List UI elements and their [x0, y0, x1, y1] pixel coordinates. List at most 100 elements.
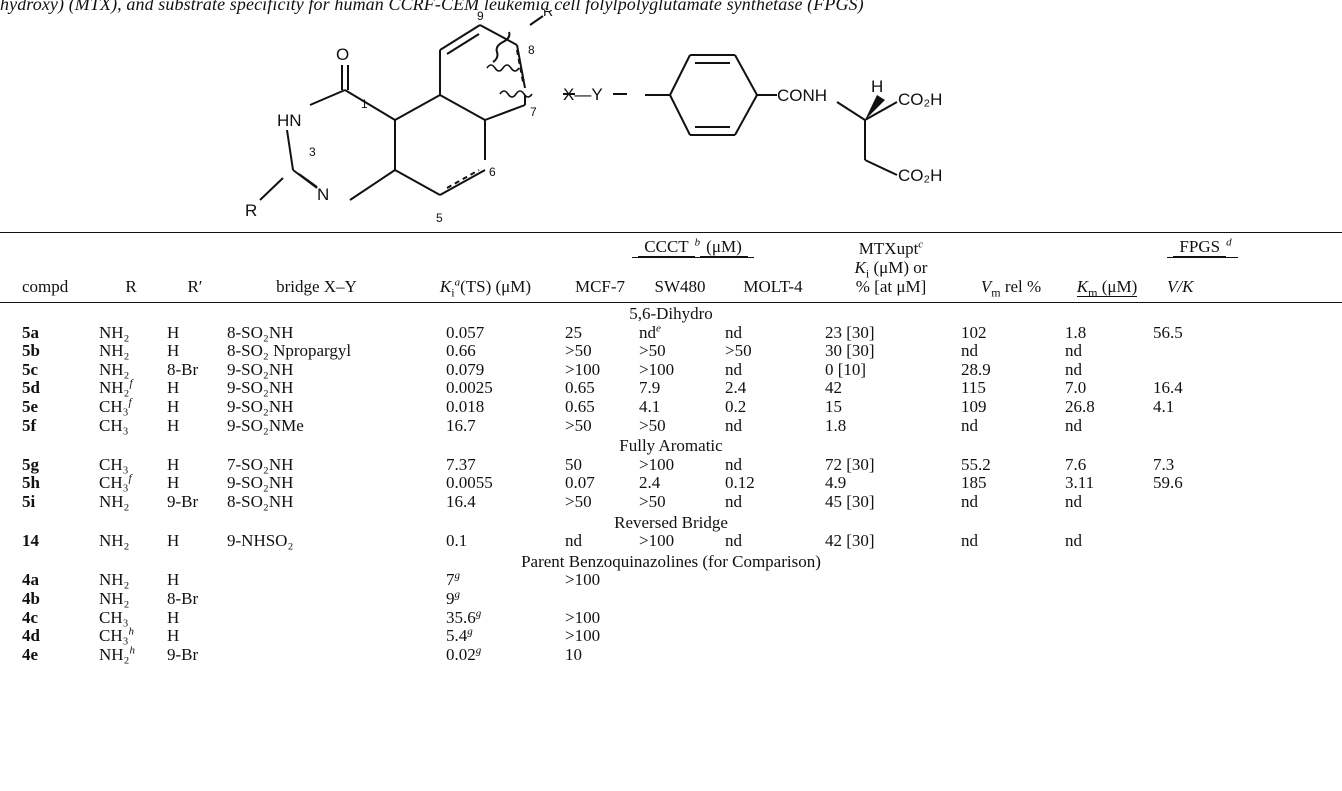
- cell-vm: 102: [959, 322, 1063, 343]
- cell-sw480: >100: [637, 359, 723, 380]
- cell-compd-value: 5c: [22, 359, 39, 379]
- cell-compd-value: 4e: [22, 644, 39, 664]
- cell-r: NH₂: [97, 360, 165, 380]
- cell-mtx: [823, 590, 959, 609]
- cell-molt4: nd: [723, 531, 823, 551]
- cell-sw480: [637, 609, 723, 628]
- cell-mcf7-value: 0.65: [565, 396, 595, 416]
- cell-r-footnote: h: [129, 644, 135, 657]
- cell-km: nd: [1063, 416, 1151, 436]
- cell-ki-footnote: g: [475, 644, 482, 657]
- cell-ki-value: 0.66: [446, 341, 476, 361]
- cell-vk: 56.5: [1151, 323, 1342, 343]
- cell-km: [1063, 590, 1151, 609]
- cell-ki-value: 0.0025: [446, 378, 493, 398]
- cell-bridge: [225, 627, 408, 646]
- cell-mcf7: [563, 590, 637, 609]
- cell-rprime-value: 8-Br: [167, 359, 199, 379]
- cell-compd: 4b: [0, 589, 97, 609]
- cell-vk: [1151, 417, 1342, 436]
- cell-ki: 35.6g: [408, 607, 563, 628]
- cell-ki-value: 0.1: [446, 531, 468, 551]
- cell-compd-value: 5g: [22, 454, 39, 474]
- cell-vk: [1151, 342, 1342, 361]
- atom-h: H: [871, 77, 883, 96]
- cell-rprime: H: [165, 454, 225, 475]
- cell-ki: 7g: [408, 570, 563, 590]
- cell-sw480-value: >100: [639, 359, 675, 379]
- cell-ki-value: 0.079: [446, 359, 485, 379]
- cell-mcf7: 10: [563, 645, 637, 665]
- cell-mtx: 72 [30]: [823, 455, 959, 475]
- cell-r-value: CH₃: [99, 415, 129, 435]
- cell-molt4: >50: [723, 341, 823, 361]
- cell-mcf7: nd: [563, 531, 637, 551]
- cell-bridge-value: 9-SO₂NMe: [227, 415, 304, 435]
- cell-km: [1063, 571, 1151, 590]
- cell-compd: 5e: [0, 397, 97, 417]
- cell-rprime: H: [165, 531, 225, 551]
- chemical-structure: O HN N R R' 1 3 5 6 7 8 9 X—Y CONH H CO₂…: [245, 10, 942, 225]
- group-co2h-top: CO₂H: [898, 90, 942, 109]
- cell-rprime-value: H: [167, 473, 180, 493]
- cell-vk: [1151, 646, 1342, 665]
- cell-compd-value: 5h: [22, 473, 40, 493]
- cell-r: CH₃f: [97, 397, 165, 417]
- cell-bridge-value: 9-SO₂NH: [227, 473, 294, 493]
- cell-molt4: 2.4: [723, 379, 823, 398]
- cell-rprime: H: [165, 626, 225, 646]
- cell-compd: 5b: [0, 341, 97, 361]
- cell-r: NH₂: [97, 341, 165, 361]
- cell-compd: 5c: [0, 359, 97, 380]
- cell-vm: 109: [959, 396, 1063, 417]
- cell-rprime: H: [165, 571, 225, 590]
- cell-sw480: 4.1: [637, 397, 723, 417]
- cell-compd: 4e: [0, 644, 97, 665]
- cell-sw480-value: >50: [639, 491, 666, 511]
- cell-rprime-value: H: [167, 570, 180, 590]
- header-mcf7: MCF-7: [574, 277, 626, 296]
- cell-vk: 16.4: [1151, 379, 1342, 398]
- cell-molt4: nd: [723, 416, 823, 436]
- cell-compd: 4a: [0, 571, 97, 590]
- cell-km: nd: [1063, 531, 1151, 551]
- cell-rprime: 9-Br: [165, 492, 225, 512]
- cell-vk: [1151, 532, 1342, 551]
- cell-molt4-value: nd: [725, 322, 742, 342]
- cell-mcf7-value: 0.65: [565, 378, 595, 398]
- cell-mcf7-value: >50: [565, 341, 592, 361]
- cell-vm-value: nd: [961, 491, 978, 511]
- cell-rprime: H: [165, 341, 225, 361]
- cell-bridge: 7-SO₂NH: [225, 455, 408, 475]
- cell-molt4-value: nd: [725, 531, 742, 551]
- cell-vm-value: 102: [961, 322, 987, 342]
- cell-rprime-value: H: [167, 341, 180, 361]
- section-row: Reversed Bridge: [0, 512, 1342, 533]
- cell-vm-value: 109: [961, 396, 987, 416]
- cell-km-value: nd: [1065, 491, 1082, 511]
- header-sw480: SW480: [654, 277, 706, 296]
- section-title: Parent Benzoquinazolines (for Comparison…: [521, 551, 821, 571]
- cell-rprime-value: H: [167, 454, 180, 474]
- header-r: R: [125, 277, 137, 296]
- cell-bridge: 9-NHSO₂: [225, 531, 408, 551]
- cell-r-value: CH₃: [99, 626, 129, 646]
- cell-mtx: 23 [30]: [823, 323, 959, 343]
- cell-molt4-value: 0.2: [725, 396, 747, 416]
- cell-ki: 0.02g: [408, 644, 563, 665]
- cell-km: [1063, 646, 1151, 665]
- cell-compd: 14: [0, 531, 97, 551]
- cell-mcf7: 0.65: [563, 396, 637, 417]
- cell-mcf7-value: >100: [565, 359, 601, 379]
- cell-km: nd: [1063, 491, 1151, 512]
- cell-mcf7-value: >50: [565, 491, 592, 511]
- cell-ki-value: 5.4: [446, 626, 468, 646]
- cell-ki-value: 7: [446, 570, 455, 590]
